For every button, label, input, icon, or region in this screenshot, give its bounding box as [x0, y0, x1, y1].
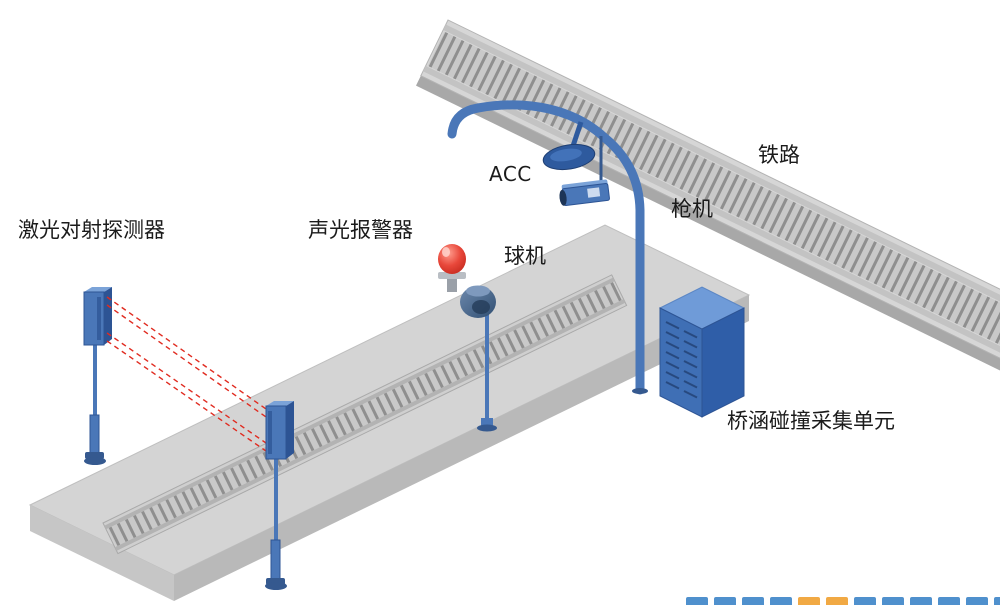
- laser-detector-right: [265, 401, 294, 590]
- bullet-camera-panel: [587, 187, 601, 198]
- bullet-camera: [559, 136, 610, 207]
- laser-detector-left: [83, 287, 112, 465]
- dome-camera-lens: [472, 300, 490, 314]
- alarm-beacon-dome: [438, 244, 466, 274]
- dome-camera-base-plate: [477, 424, 497, 432]
- camera-arm-pole: [447, 100, 648, 395]
- label-alarm: 声光报警器: [308, 218, 413, 242]
- laser-right-pole-lower: [270, 539, 281, 583]
- laser-left-head-side: [104, 287, 112, 345]
- platform-track-ties: [107, 282, 622, 547]
- laser-beams: [106, 296, 267, 452]
- label-laser-detector: 激光对射探测器: [18, 218, 165, 242]
- watermark-glyph: [854, 597, 876, 605]
- watermark-glyph: [826, 597, 848, 605]
- alarm-beacon-stem: [447, 278, 457, 292]
- label-collision-unit: 桥涵碰撞采集单元: [727, 409, 895, 433]
- laser-left-lens-strip: [97, 297, 101, 340]
- railway-track-overhead: [415, 19, 1000, 371]
- acc-antenna: [542, 121, 596, 171]
- label-dome-camera: 球机: [504, 244, 546, 268]
- railway-rail-top: [443, 24, 1000, 315]
- watermark-glyph: [770, 597, 792, 605]
- laser-beam-line: [106, 296, 267, 410]
- platform-front-face: [174, 295, 749, 601]
- laser-right-head-side: [286, 401, 294, 459]
- dome-camera: [460, 285, 496, 318]
- dome-camera-pole-foot: [481, 418, 493, 426]
- railway-ties: [427, 31, 1000, 350]
- collision-unit-cabinet: [658, 286, 746, 418]
- watermark-glyph: [798, 597, 820, 605]
- dome-camera-assembly: [438, 244, 497, 432]
- watermark-glyph: [714, 597, 736, 605]
- watermark-glyph: [686, 597, 708, 605]
- watermark-glyph: [742, 597, 764, 605]
- laser-left-pole-lower: [89, 414, 100, 458]
- alarm-beacon: [438, 244, 466, 292]
- dome-camera-cap: [466, 285, 490, 297]
- acc-antenna-disc-highlight: [550, 148, 582, 162]
- laser-left-base-plate: [84, 457, 106, 465]
- labels: 激光对射探测器 声光报警器 ACC 球机 枪机 铁路 桥涵碰撞采集单元: [18, 143, 895, 433]
- platform-track-rail-bottom: [114, 299, 626, 551]
- laser-beam-line: [106, 332, 267, 444]
- bullet-camera-lens: [559, 189, 567, 206]
- watermark-glyph: [966, 597, 988, 605]
- laser-left-head-top: [84, 287, 112, 292]
- watermark-glyph: [910, 597, 932, 605]
- laser-right-head-top: [266, 401, 294, 406]
- watermark-glyph: [994, 597, 1000, 605]
- label-bullet-camera: 枪机: [671, 197, 713, 221]
- camera-arm-tube: [447, 100, 645, 395]
- railway-rail-bottom: [423, 65, 1000, 357]
- alarm-beacon-highlight: [442, 247, 450, 257]
- laser-right-lens-strip: [268, 411, 272, 454]
- platform-left-face: [30, 505, 174, 601]
- watermark-glyph: [938, 597, 960, 605]
- label-railway: 铁路: [758, 143, 800, 167]
- cabinet-side-face: [701, 307, 745, 418]
- label-acc: ACC: [489, 162, 532, 186]
- laser-right-base-plate: [265, 582, 287, 590]
- watermark-glyph: [882, 597, 904, 605]
- alarm-beacon-base: [438, 272, 466, 279]
- camera-arm-base-plate: [632, 388, 648, 394]
- laser-left-base: [85, 452, 104, 459]
- laser-beam-line: [106, 304, 267, 418]
- watermark-cropped-text: [686, 597, 1000, 605]
- cabinet-vents: [665, 321, 698, 399]
